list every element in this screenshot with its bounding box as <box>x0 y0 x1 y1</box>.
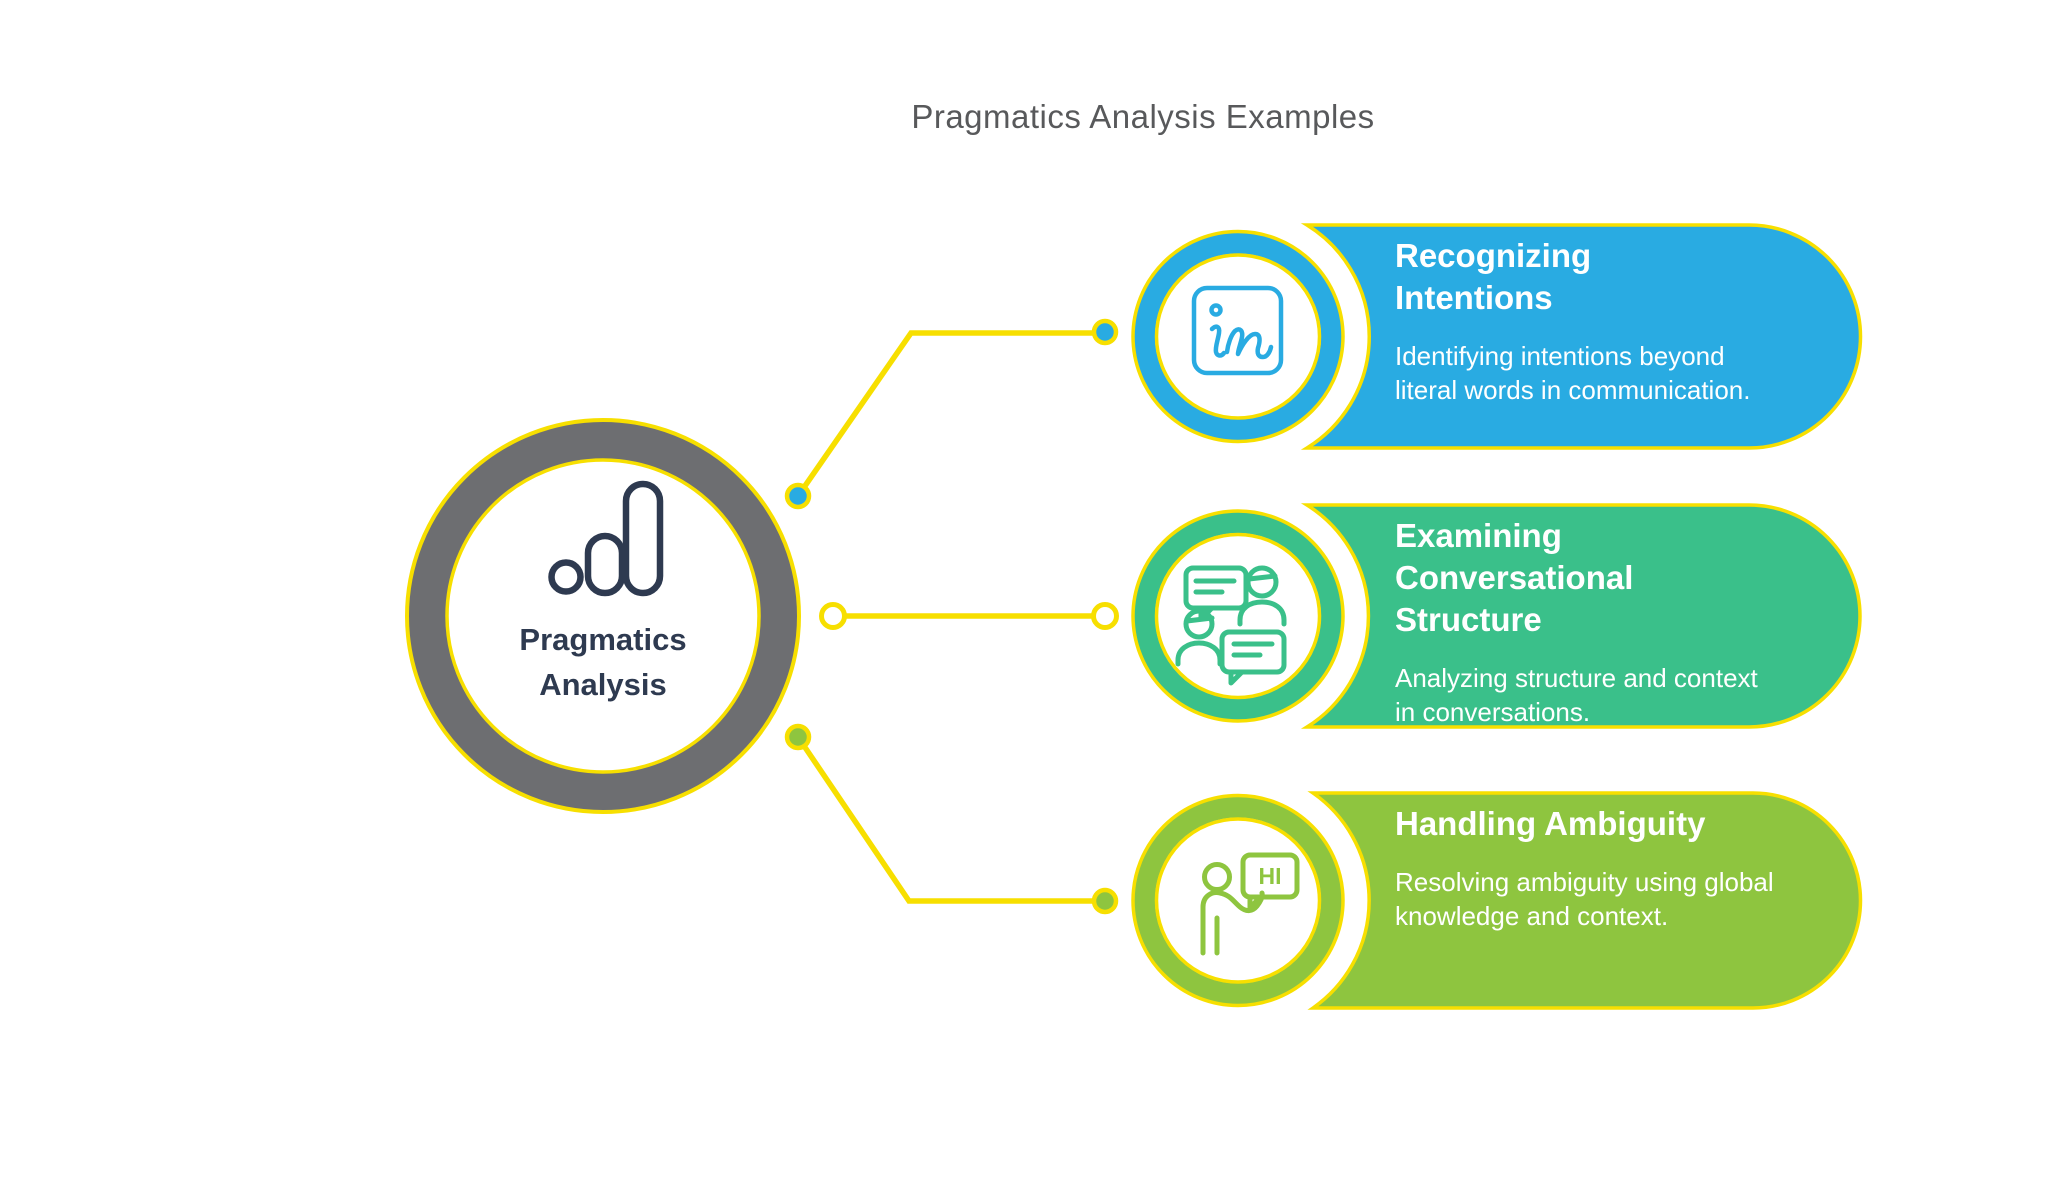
badge-inner-disc <box>1158 256 1318 417</box>
card-body: Resolving ambiguity using global knowled… <box>1395 867 1774 931</box>
invision-in-icon <box>1191 285 1284 376</box>
card-shape <box>1307 791 1863 1010</box>
badge-ring-outer-border <box>1131 793 1345 1008</box>
in-icon-i-dot <box>1209 303 1223 317</box>
speech-bubble-bottom-tail <box>1228 669 1245 686</box>
greeting-bubble-tail <box>1247 894 1263 911</box>
connector-line <box>795 330 1105 498</box>
card-body: Identifying intentions beyond literal wo… <box>1395 341 1751 405</box>
card-body: Analyzing structure and context in conve… <box>1395 663 1758 727</box>
analytics-bar-tall <box>622 480 664 597</box>
badge-ring-inner-border <box>1154 253 1322 420</box>
connector-dot-green-right <box>1091 887 1119 915</box>
in-icon-frame <box>1191 285 1284 376</box>
person-bottom-hair <box>1184 615 1215 624</box>
speech-bubble-top-lines <box>1193 578 1237 595</box>
card-recognizing-intentions <box>1300 223 1863 450</box>
central-inner-disc <box>449 462 757 770</box>
person-greeting-icon: HI <box>1200 852 1300 956</box>
greeting-person-body <box>1200 890 1265 956</box>
analytics-bar-medium <box>584 532 626 597</box>
badge-ring-outer-border <box>1131 509 1345 723</box>
page-title: Pragmatics Analysis Examples <box>911 98 1375 135</box>
person-top-shoulders <box>1237 599 1287 627</box>
central-ring-outer-border <box>405 418 801 814</box>
card-text-recognizing-intentions: Recognizing Intentions Identifying inten… <box>1395 235 1780 407</box>
card-shape <box>1300 503 1862 729</box>
badge-inner-disc <box>1158 820 1318 981</box>
conversation-icon <box>1175 565 1287 686</box>
speech-bubble-top <box>1183 565 1249 611</box>
card-text-handling-ambiguity: Handling Ambiguity Resolving ambiguity u… <box>1395 803 1780 933</box>
card-heading: Handling Ambiguity <box>1395 805 1706 842</box>
connector-line <box>795 735 1105 904</box>
connector-top <box>795 330 1105 498</box>
speech-bubble-bottom-lines <box>1231 641 1275 658</box>
card-heading: Recognizing Intentions <box>1395 237 1592 316</box>
central-circle <box>405 418 801 814</box>
badge-ring-outer-border <box>1131 229 1345 444</box>
connector-dot-green-left <box>784 723 812 751</box>
speech-bubble-bottom <box>1219 629 1287 675</box>
card-heading: Examining Conversational Structure <box>1395 517 1634 638</box>
connector-dot-blue-left <box>784 482 812 510</box>
central-ring-inner-border <box>445 458 761 774</box>
person-bottom-head <box>1183 608 1215 640</box>
analytics-bars-icon <box>548 480 664 597</box>
person-bottom-shoulders <box>1175 640 1223 667</box>
person-top-head <box>1245 565 1279 599</box>
badge-ring-inner-border <box>1154 817 1322 984</box>
in-icon-n-stroke <box>1224 327 1274 360</box>
person-top-hair <box>1246 573 1278 582</box>
connector-bottom <box>795 735 1105 904</box>
icon-badge-examining-conversational-structure <box>1131 509 1345 723</box>
card-examining-conversational-structure <box>1300 503 1862 729</box>
greeting-bubble-text: HI <box>1259 863 1282 889</box>
icon-badge-handling-ambiguity: HI <box>1131 793 1345 1008</box>
connector-dot-blue-right <box>1091 318 1119 346</box>
in-icon-i-stroke <box>1209 324 1227 358</box>
connector-dot-open-right <box>1091 602 1119 630</box>
icon-badge-recognizing-intentions <box>1131 229 1345 444</box>
greeting-person-head <box>1202 862 1232 892</box>
badge-ring-inner-border <box>1154 532 1322 700</box>
badge-ring <box>1134 796 1342 1005</box>
central-gray-ring <box>407 420 799 812</box>
central-circle-label: Pragmatics Analysis <box>519 622 687 702</box>
card-text-examining-conversational-structure: Examining Conversational Structure Analy… <box>1395 515 1780 729</box>
card-shape <box>1300 223 1863 450</box>
greeting-bubble <box>1240 852 1300 900</box>
analytics-dot <box>548 559 584 595</box>
card-handling-ambiguity <box>1307 791 1863 1010</box>
badge-ring <box>1134 512 1342 720</box>
badge-ring <box>1134 232 1342 441</box>
connector-dot-open-left <box>819 602 847 630</box>
